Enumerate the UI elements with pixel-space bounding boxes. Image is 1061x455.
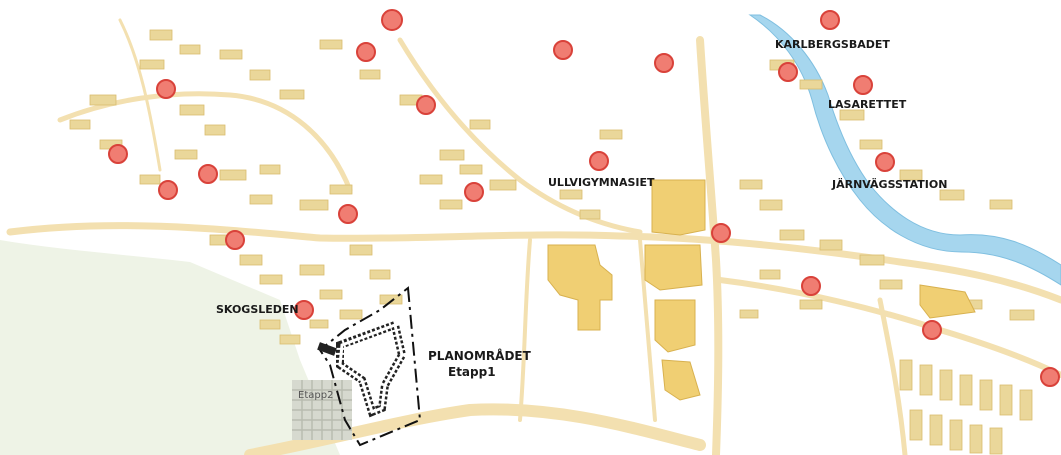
label-skogsleden: SKOGSLEDEN: [216, 303, 299, 316]
building-clusters: [69, 29, 1035, 455]
marker[interactable]: [778, 62, 798, 82]
marker[interactable]: [922, 320, 942, 340]
large-building-east: [919, 284, 976, 319]
large-building-center-1: [651, 179, 706, 236]
label-etapp1: Etapp1: [448, 365, 496, 379]
etapp1-inner: [338, 322, 404, 414]
marker[interactable]: [294, 300, 314, 320]
label-etapp2: Etapp2: [298, 390, 333, 401]
marker[interactable]: [158, 180, 178, 200]
large-building-west: [547, 244, 613, 331]
marker[interactable]: [108, 144, 128, 164]
large-building-center-4: [661, 359, 701, 401]
label-ullvigymnasiet: ULLVIGYMNASIET: [548, 176, 655, 189]
road-main-east-west: [6, 222, 1061, 304]
marker[interactable]: [820, 10, 840, 30]
plan-area-boundary: [318, 286, 422, 447]
marker[interactable]: [654, 53, 674, 73]
road-north-curve: [397, 37, 643, 235]
road-local-1: [518, 238, 532, 422]
marker[interactable]: [553, 40, 573, 60]
road-local-3: [877, 297, 908, 455]
green-area: [0, 240, 340, 455]
marker[interactable]: [356, 42, 376, 62]
marker[interactable]: [225, 230, 245, 250]
marker[interactable]: [338, 204, 358, 224]
marker[interactable]: [711, 223, 731, 243]
marker[interactable]: [801, 276, 821, 296]
marker[interactable]: [381, 9, 403, 31]
marker[interactable]: [875, 152, 895, 172]
marker[interactable]: [589, 151, 609, 171]
large-building-center-2: [644, 244, 703, 291]
green-area-field: [430, 245, 540, 420]
marker[interactable]: [416, 95, 436, 115]
markers: [108, 9, 1060, 387]
large-building-center-3: [654, 299, 696, 353]
label-planomradet: PLANOMRÅDET: [428, 348, 532, 363]
label-lasarettet: LASARETTET: [828, 98, 907, 111]
large-buildings: [547, 179, 976, 401]
road-north-south: [696, 36, 723, 455]
label-karlbergsbadet: KARLBERGSBADET: [775, 38, 890, 51]
road-local-2: [638, 238, 657, 422]
marker[interactable]: [853, 75, 873, 95]
marker[interactable]: [156, 79, 176, 99]
marker[interactable]: [1040, 367, 1060, 387]
label-jarnvagsstation: JÄRNVÄGSSTATION: [831, 177, 947, 191]
etapp2-area: [292, 380, 352, 440]
marker[interactable]: [464, 182, 484, 202]
etapp1-bar: [317, 342, 337, 356]
road-local-4: [118, 18, 162, 172]
marker[interactable]: [198, 164, 218, 184]
